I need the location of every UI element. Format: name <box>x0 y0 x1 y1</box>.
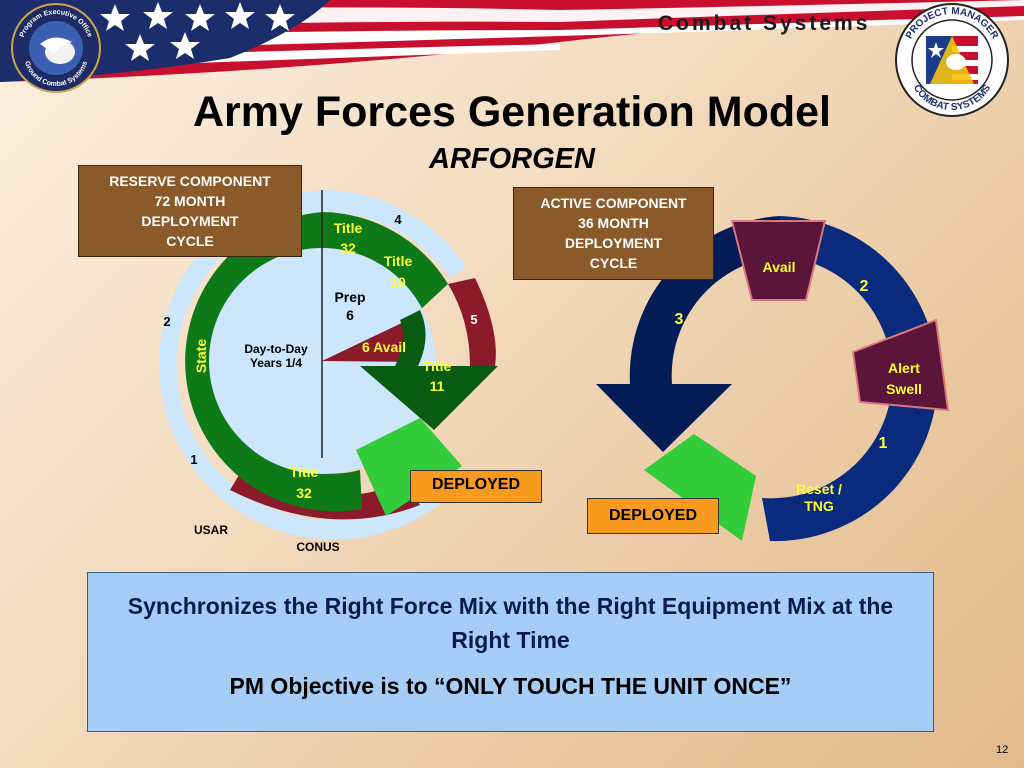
active-cycle-diagram: Avail 2 3 Alert Swell 1 Reset / TNG <box>596 216 950 542</box>
active-deployed-badge: DEPLOYED <box>587 498 719 534</box>
reserve-label-conus: CONUS <box>296 540 339 554</box>
summary-box: Synchronizes the Right Force Mix with th… <box>87 572 934 732</box>
reserve-green-ring <box>185 212 362 512</box>
pm-combat-systems-seal: PROJECT MANAGER COMBAT SYSTEMS <box>895 3 1009 117</box>
reserve-center-line1: Day-to-Day <box>244 342 308 356</box>
active-ring-right <box>762 216 938 542</box>
active-reset-line1: Reset / <box>796 481 842 497</box>
reserve-label-2: 2 <box>163 314 170 329</box>
brand-name: Combat Systems <box>658 12 871 35</box>
active-avail-segment <box>730 220 827 301</box>
reserve-title10-line1: Title <box>384 253 413 269</box>
reserve-center-line2: Years 1/4 <box>250 356 302 370</box>
reserve-callout: RESERVE COMPONENT 72 MONTH DEPLOYMENT CY… <box>78 165 302 257</box>
reserve-outer-ring-left <box>159 190 453 540</box>
reserve-avail-label: 6 Avail <box>362 339 406 355</box>
reserve-title32-bottom-line1: Title <box>290 464 319 480</box>
reserve-callout-line4: CYCLE <box>166 233 214 249</box>
active-label-1: 1 <box>879 435 888 452</box>
active-reset-line2: TNG <box>804 498 834 514</box>
reserve-title32-top-line1: Title <box>334 220 363 236</box>
reserve-callout-line2: 72 MONTH <box>154 193 226 209</box>
reserve-title10-line2: 10 <box>390 274 406 290</box>
reserve-label-5: 5 <box>470 312 477 327</box>
reserve-title32-bottom-line2: 32 <box>296 485 312 501</box>
reserve-prep-line1: Prep <box>334 289 365 305</box>
reserve-cycle-diagram: 4 5 2 1 USAR CONUS Title 32 Title 10 Pre… <box>159 190 498 554</box>
active-alert-line2: Swell <box>886 381 922 397</box>
reserve-label-1: 1 <box>190 452 197 467</box>
active-deployed-piece <box>644 434 756 541</box>
active-label-2: 2 <box>860 278 869 295</box>
reserve-prep-line2: 6 <box>346 307 354 323</box>
reserve-state-label: State <box>193 339 209 373</box>
summary-line2: PM Objective is to “ONLY TOUCH THE UNIT … <box>229 673 792 699</box>
reserve-callout-line1: RESERVE COMPONENT <box>109 173 271 189</box>
active-avail-label: Avail <box>763 259 796 275</box>
reserve-title32-top-line2: 32 <box>340 240 356 256</box>
active-callout-line4: CYCLE <box>589 255 638 271</box>
active-label-3: 3 <box>675 311 684 328</box>
reserve-outer-ring <box>322 190 466 278</box>
page-subtitle: ARFORGEN <box>429 143 595 175</box>
active-callout-line1: ACTIVE COMPONENT <box>540 195 687 211</box>
program-executive-office-seal: Program Executive Office Ground Combat S… <box>11 3 101 93</box>
active-callout: ACTIVE COMPONENT 36 MONTH DEPLOYMENT CYC… <box>513 187 714 280</box>
active-alert-line1: Alert <box>888 360 920 376</box>
reserve-title11-line2: 11 <box>430 378 445 394</box>
page-title: Army Forces Generation Model <box>193 88 831 136</box>
reserve-avail-wedge <box>322 320 420 362</box>
reserve-label-4: 4 <box>394 212 402 227</box>
reserve-title11-line1: Title <box>423 358 452 374</box>
active-alert-swell-segment <box>851 318 950 412</box>
reserve-callout-line3: DEPLOYMENT <box>141 213 239 229</box>
summary-line1: Synchronizes the Right Force Mix with th… <box>127 593 894 653</box>
reserve-label-usar: USAR <box>194 523 228 537</box>
reserve-title-11-arrow <box>360 310 498 430</box>
active-callout-line2: 36 MONTH <box>578 215 649 231</box>
reserve-title-10-segment <box>322 212 448 310</box>
reserve-segment-usar <box>230 470 420 520</box>
page-number: 12 <box>996 744 1009 756</box>
reserve-deployed-piece <box>356 418 462 516</box>
reserve-segment-5 <box>448 278 496 366</box>
reserve-deployed-badge: DEPLOYED <box>410 470 542 503</box>
active-callout-line3: DEPLOYMENT <box>564 235 663 251</box>
active-ring-left-arrow <box>596 216 780 452</box>
flag-stars <box>100 2 295 61</box>
